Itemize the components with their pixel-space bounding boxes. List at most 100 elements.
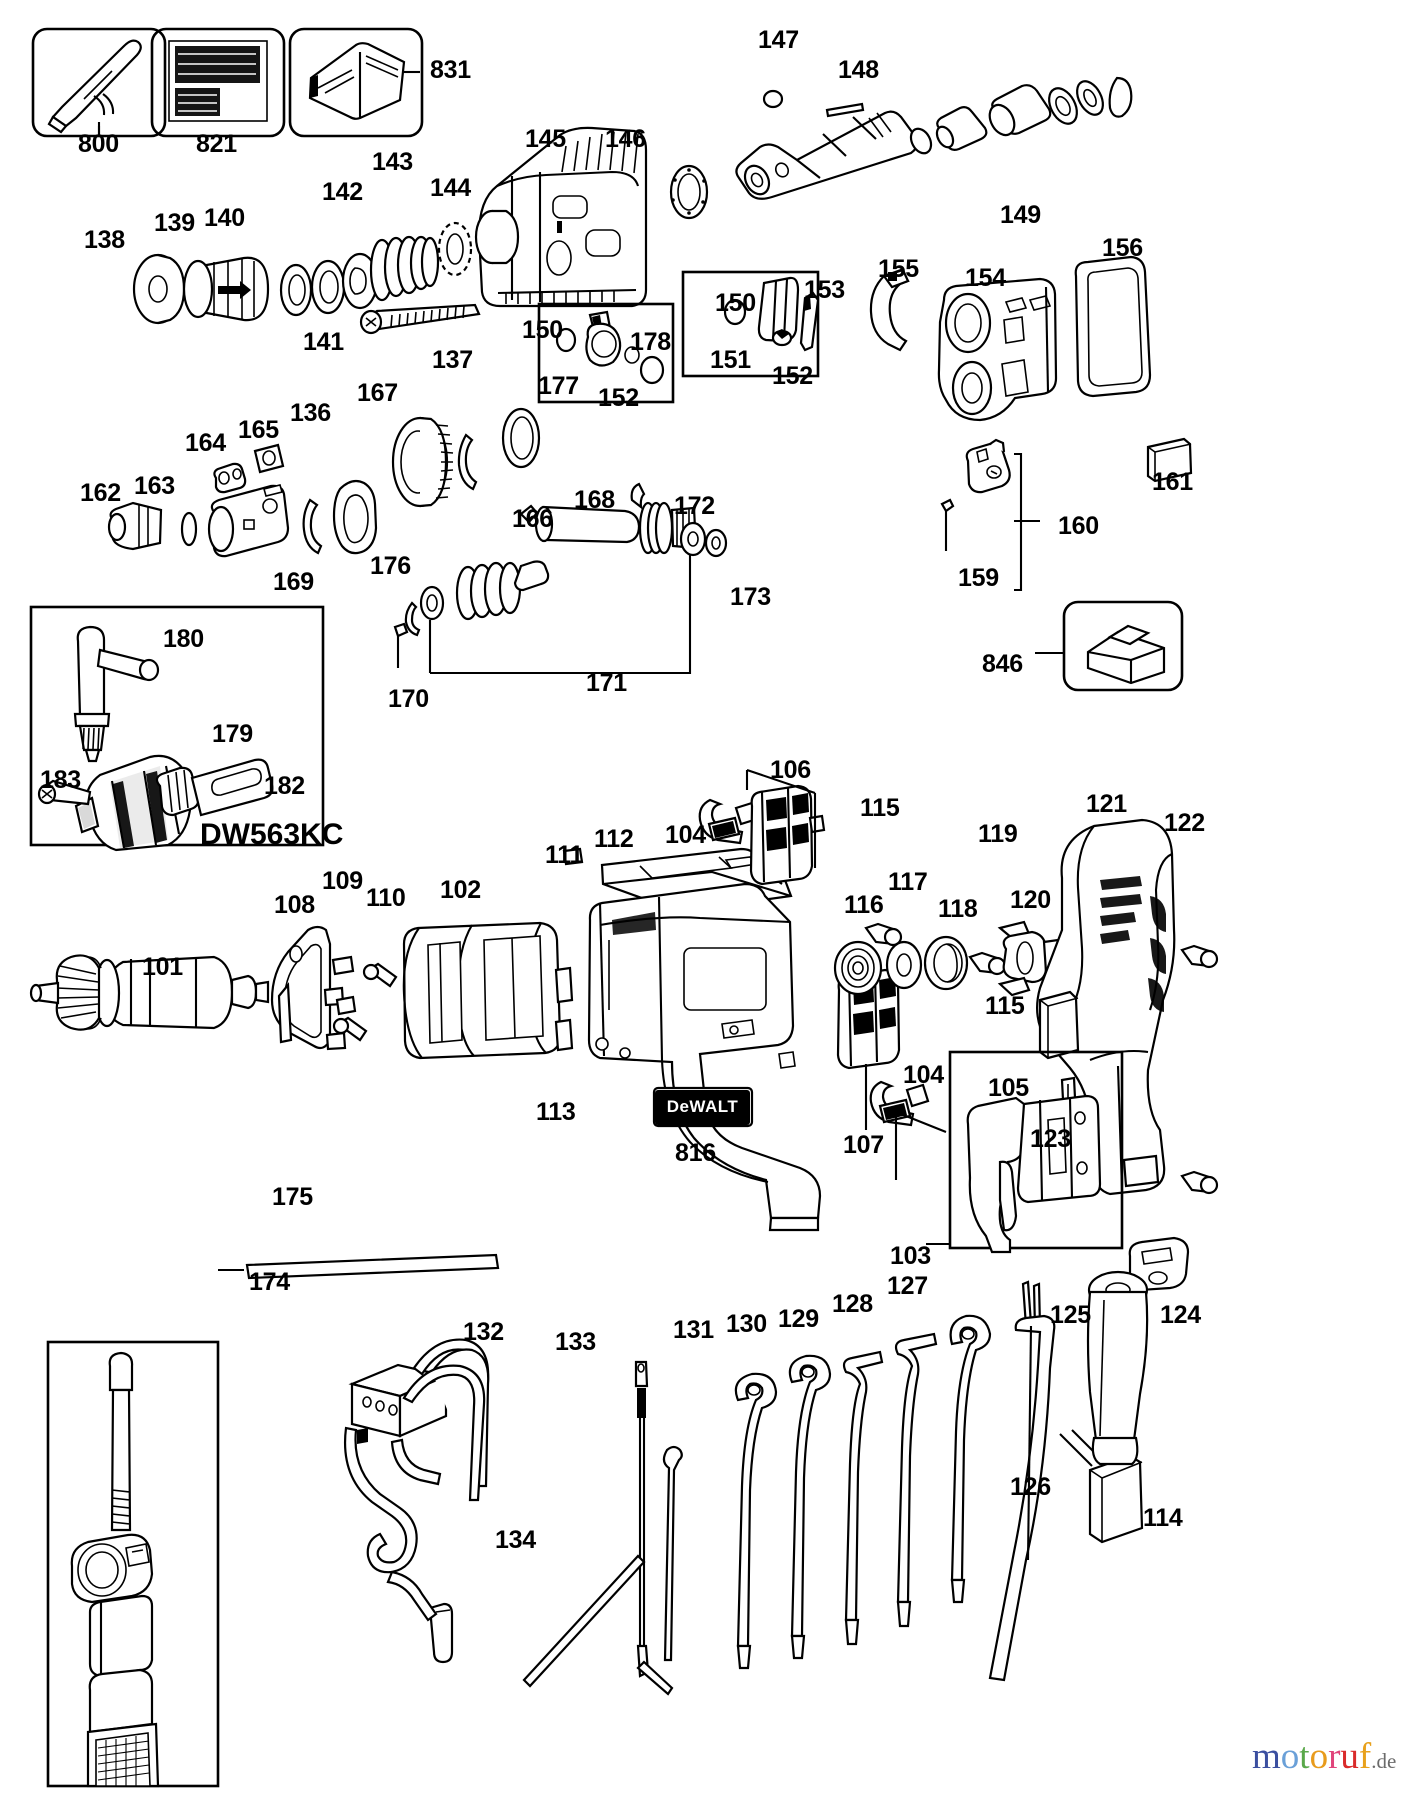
part-117-washer (885, 940, 923, 990)
part-156-gasket (1074, 255, 1152, 398)
callout-171: 171 (586, 669, 627, 697)
callout-138: 138 (84, 226, 125, 254)
part-122b-screw (1180, 1170, 1219, 1195)
switch-detail-box-right (681, 270, 820, 378)
callout-120: 120 (1010, 886, 1051, 914)
part-162-bit-holder (107, 501, 163, 551)
callout-121: 121 (1086, 790, 1127, 818)
part-101-armature (29, 954, 270, 1031)
part-160-assembly (940, 438, 1040, 592)
callout-104: 104 (665, 821, 706, 849)
callout-139: 139 (154, 209, 195, 237)
callout-107: 107 (843, 1131, 884, 1159)
callout-155: 155 (878, 255, 919, 283)
part-164-pin (213, 462, 247, 494)
part-143-spring (369, 235, 440, 302)
part-172-washer (679, 521, 707, 557)
callout-129: 129 (778, 1305, 819, 1333)
callout-162: 162 (80, 479, 121, 507)
part-109-insulator (331, 955, 355, 976)
callout-125: 125 (1050, 1301, 1091, 1329)
callout-151: 151 (710, 346, 751, 374)
callout-123: 123 (1030, 1125, 1071, 1153)
callout-110: 110 (366, 884, 406, 912)
part-110-screw (362, 962, 398, 988)
part-133-lead (522, 1360, 683, 1696)
callout-177: 177 (538, 372, 579, 400)
part-175-rod (245, 1253, 500, 1280)
part-141-washer (279, 263, 313, 317)
callout-152: 152 (598, 384, 639, 412)
callout-115: 115 (860, 794, 900, 822)
callout-160: 160 (1058, 512, 1099, 540)
part-180-chuck-key (73, 625, 160, 763)
part-118-seal (923, 935, 969, 991)
callout-800: 800 (78, 130, 119, 158)
callout-108: 108 (274, 891, 315, 919)
callout-106: 106 (770, 756, 811, 784)
callout-141: 141 (303, 328, 344, 356)
callout-821: 821 (196, 130, 237, 158)
callout-146: 146 (605, 125, 646, 153)
callout-137: 137 (432, 346, 473, 374)
callout-165: 165 (238, 416, 279, 444)
callout-149: 149 (1000, 201, 1041, 229)
trigger-box-103 (926, 1050, 1124, 1254)
part-106-switch (745, 769, 826, 886)
callout-164: 164 (185, 429, 226, 457)
callout-111: 111 (545, 841, 584, 869)
callout-182: 182 (264, 772, 305, 800)
part-168-seal (501, 407, 541, 469)
callout-102: 102 (440, 876, 481, 904)
part-110b-screw (332, 1016, 368, 1042)
part-155-clip (869, 268, 910, 352)
part-129-lead (842, 1350, 884, 1646)
callout-144: 144 (430, 174, 471, 202)
part-161-block (1146, 437, 1193, 483)
callout-117: 117 (888, 868, 928, 896)
callout-127: 127 (887, 1272, 928, 1300)
part-130-lead (788, 1354, 832, 1660)
part-115-screw (864, 922, 903, 947)
accessory-box-846 (1035, 600, 1184, 692)
callout-176: 176 (370, 552, 411, 580)
part-142-seal (341, 252, 379, 310)
callout-130: 130 (726, 1310, 767, 1338)
part-183-screw (37, 779, 92, 806)
callout-183: 183 (40, 766, 81, 794)
part-122-screw (1180, 944, 1219, 969)
callout-113: 113 (536, 1098, 576, 1126)
callout-154: 154 (965, 264, 1006, 292)
part-127-lead (949, 1314, 992, 1604)
part-146-gasket (669, 164, 709, 220)
callout-103: 103 (890, 1242, 931, 1270)
callout-163: 163 (134, 472, 175, 500)
accessory-box-821 (150, 27, 286, 138)
part-169-spindle (207, 484, 290, 558)
callout-124: 124 (1160, 1301, 1201, 1329)
part-104-wire-clip (698, 798, 759, 845)
callout-169: 169 (273, 568, 314, 596)
part-167-gear (391, 416, 454, 508)
callout-150b: 150 (715, 289, 756, 317)
callout-115b: 115 (985, 992, 1025, 1020)
part-145-gear-case (474, 126, 648, 308)
part-139-140-sleeve (182, 256, 270, 322)
chuck-kit-box (29, 605, 325, 852)
part-123-brush (1038, 990, 1080, 1060)
callout-134: 134 (495, 1526, 536, 1554)
callout-142: 142 (322, 178, 363, 206)
callout-153: 153 (804, 276, 845, 304)
callout-104b: 104 (903, 1061, 944, 1089)
part-132-cord-set (344, 1338, 490, 1664)
callout-122: 122 (1164, 809, 1205, 837)
part-182-arbor (155, 758, 274, 817)
part-102-field (402, 921, 574, 1060)
dewalt-brand-badge: DeWALT (655, 1090, 750, 1125)
callout-173: 173 (730, 583, 771, 611)
part-109b-insulator (335, 995, 357, 1016)
callout-147: 147 (758, 26, 799, 54)
callout-846: 846 (982, 650, 1023, 678)
part-154-motor-housing (937, 277, 1058, 422)
